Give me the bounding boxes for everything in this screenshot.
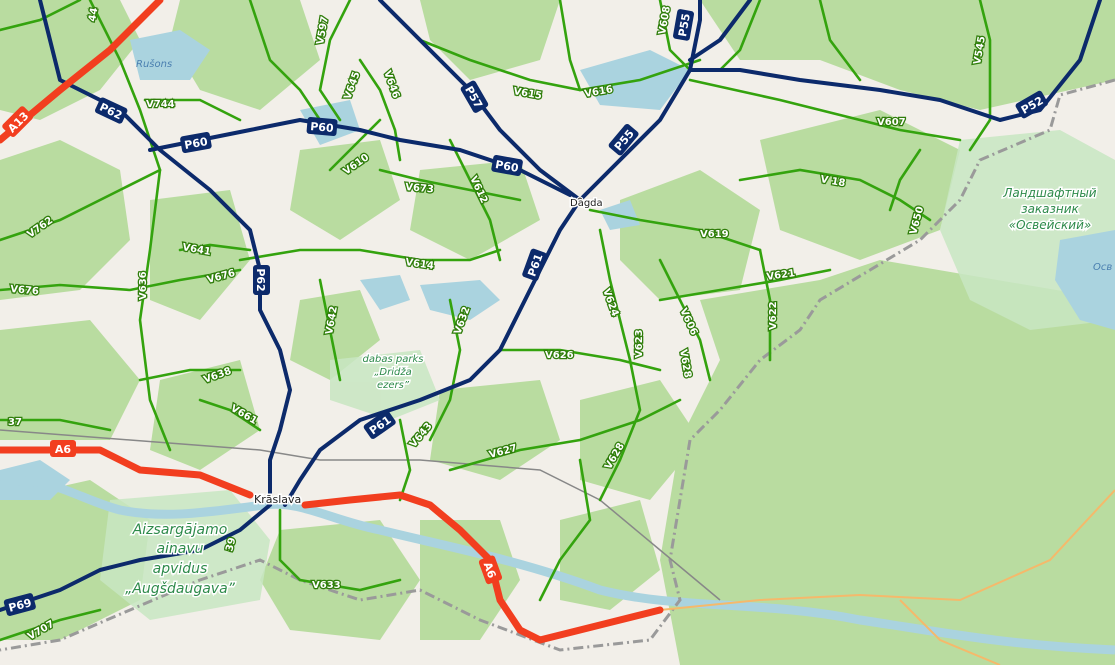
- label-V622: V622: [768, 301, 779, 330]
- svg-text:Aizsargājamo: Aizsargājamo: [132, 522, 228, 538]
- shield-P61-a: P61: [522, 248, 547, 281]
- svg-text:Ландшафтный: Ландшафтный: [1002, 186, 1096, 200]
- svg-text:ainavu: ainavu: [156, 541, 203, 557]
- svg-text:Dagda: Dagda: [570, 198, 603, 209]
- svg-text:«Освейский»: «Освейский»: [1009, 218, 1092, 232]
- shield-P60-b: P60: [306, 116, 338, 137]
- label-V744b: 44: [87, 7, 100, 23]
- label-V633: V633: [312, 580, 341, 591]
- label-V673: V673: [405, 182, 435, 195]
- svg-text:apvidus: apvidus: [153, 561, 208, 577]
- label-augsdaugava-area: Aizsargājamo ainavu apvidus „Augšdaugava…: [124, 521, 238, 599]
- label-V614: V614: [405, 257, 435, 272]
- svg-text:P55: P55: [676, 12, 693, 37]
- shield-A6-east: A6: [478, 555, 503, 585]
- svg-text:„Augšdaugava”: „Augšdaugava”: [125, 581, 236, 597]
- svg-text:A6: A6: [55, 443, 72, 456]
- svg-text:заказник: заказник: [1021, 202, 1079, 216]
- national-border: [0, 78, 1115, 652]
- label-osveya-reserve: Ландшафтный заказник «Освейский»: [1001, 185, 1098, 234]
- secondary-roads: [659, 489, 1115, 665]
- shield-A6-west: A6: [50, 440, 76, 457]
- svg-text:P60: P60: [310, 120, 335, 135]
- water-bodies: [0, 30, 1115, 500]
- svg-text:P60: P60: [494, 158, 520, 175]
- label-V639: 39: [224, 536, 238, 552]
- settlement-kraslava[interactable]: Krāslava: [253, 492, 303, 508]
- label-V608: V608: [657, 5, 673, 35]
- label-V607: V607: [877, 117, 906, 128]
- label-V676-b: V676: [10, 284, 40, 297]
- settlement-dagda[interactable]: Dagda: [569, 196, 604, 211]
- daugava-river: [0, 476, 1115, 655]
- svg-text:P62: P62: [254, 268, 267, 291]
- label-V636: V636: [138, 271, 149, 300]
- shield-P60-c: P60: [491, 155, 523, 177]
- shield-P60-a: P60: [180, 132, 212, 154]
- railway-line: [0, 429, 721, 601]
- shield-P62-b: P62: [253, 265, 270, 295]
- label-V637: 37: [8, 417, 22, 428]
- label-V744: V744: [146, 99, 175, 110]
- svg-text:P60: P60: [183, 135, 209, 152]
- shield-P69: P69: [3, 593, 36, 616]
- svg-text:„Dridža: „Dridža: [374, 366, 412, 378]
- shield-P55-a: P55: [673, 9, 695, 41]
- svg-text:A6: A6: [481, 560, 499, 580]
- lake-label-rusons: Rušons: [136, 58, 172, 70]
- main-roads: [0, 0, 1102, 612]
- lake-label-osveya: Осв: [1093, 262, 1112, 273]
- svg-text:ezers”: ezers”: [377, 380, 410, 391]
- label-dridza-park: dabas parks „Dridža ezers”: [361, 353, 425, 393]
- svg-text:dabas parks: dabas parks: [363, 354, 424, 365]
- svg-text:Krāslava: Krāslava: [254, 493, 301, 506]
- regional-roads: [0, 0, 992, 642]
- label-V619: V619: [700, 229, 729, 240]
- label-V626: V626: [545, 350, 574, 361]
- label-V623: V623: [634, 329, 645, 358]
- label-V621: V621: [766, 268, 796, 283]
- svg-text:P69: P69: [7, 596, 33, 615]
